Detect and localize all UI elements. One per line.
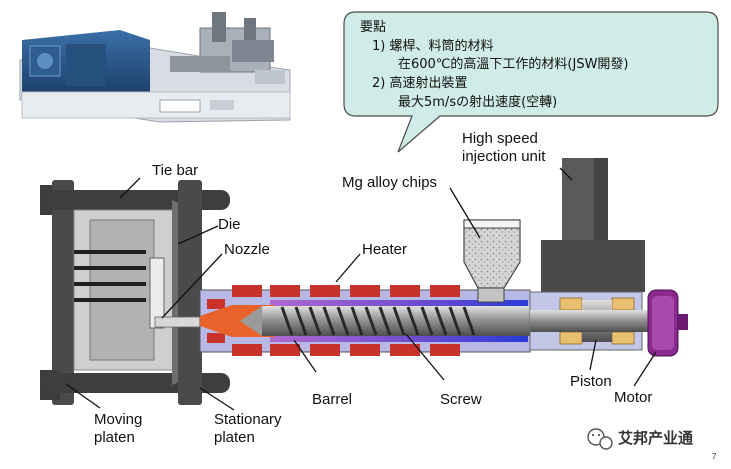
label-moving-line-1: Moving — [94, 411, 142, 428]
screw-flight — [392, 306, 406, 336]
label-heater: Heater — [362, 241, 407, 258]
screw-flight — [322, 306, 336, 336]
screw-flight — [336, 306, 350, 336]
label-die: Die — [218, 216, 241, 233]
label-nozzle: Nozzle — [224, 241, 270, 258]
heater-bands-bottom — [207, 333, 460, 356]
screw-flight — [364, 306, 378, 336]
callout-point-1: 1) 螺桿、料筒的材料 — [372, 38, 493, 54]
callout-point-1-detail: 在600℃的高溫下工作的材料(JSW開發) — [398, 56, 629, 72]
screw-flight — [420, 306, 434, 336]
screw-flights — [280, 306, 476, 336]
page-number: 7 — [712, 452, 717, 461]
callout-heading: 要點 — [360, 20, 386, 35]
label-mg-alloy-chips: Mg alloy chips — [342, 174, 437, 191]
injection-block — [541, 240, 645, 292]
motor — [647, 289, 688, 357]
machine-photo — [12, 8, 310, 130]
callout-point-2: 2) 高速射出裝置 — [372, 75, 467, 91]
moving-platen — [52, 180, 74, 405]
label-stationary-line-1: Stationary — [214, 411, 282, 428]
screw-flight — [434, 306, 448, 336]
watermark-text: 艾邦产业通 — [618, 429, 693, 447]
screw-flight — [378, 306, 392, 336]
screw-flight — [308, 306, 322, 336]
screw-flight — [448, 306, 462, 336]
callout-point-2-detail: 最大5m/sの射出速度(空轉) — [398, 94, 557, 110]
watermark: 艾邦产业通 — [587, 428, 693, 450]
label-high-speed-line-1: High speed — [462, 130, 538, 147]
injection-barrel — [199, 285, 532, 356]
wechat-icon — [587, 428, 613, 450]
hopper — [463, 219, 521, 303]
screw-flight — [406, 306, 420, 336]
leader-lines — [65, 167, 657, 411]
clamp-unit — [40, 180, 230, 405]
screw-flight — [280, 306, 294, 336]
label-motor: Motor — [614, 389, 652, 406]
heater-bands-top — [207, 285, 460, 309]
label-tie-bar: Tie bar — [152, 162, 198, 179]
high-speed-injection-unit — [529, 158, 660, 351]
die — [149, 257, 165, 329]
mg-alloy-chips — [463, 219, 521, 289]
screw-flight — [462, 306, 476, 336]
injection-cylinder-left — [562, 158, 596, 248]
label-piston: Piston — [570, 373, 612, 390]
label-moving-line-2: platen — [94, 429, 135, 446]
label-screw: Screw — [440, 391, 482, 408]
label-stationary-line-2: platen — [214, 429, 255, 446]
screw-flight — [294, 306, 308, 336]
key-points-callout: 要點 1) 螺桿、料筒的材料 在600℃的高溫下工作的材料(JSW開發) 2) … — [343, 11, 719, 153]
screw-flight — [350, 306, 364, 336]
drive-shaft — [530, 310, 660, 332]
ejector-rods — [74, 250, 146, 302]
label-high-speed-line-2: injection unit — [462, 148, 546, 165]
label-barrel: Barrel — [312, 391, 352, 408]
stationary-platen — [178, 180, 202, 405]
